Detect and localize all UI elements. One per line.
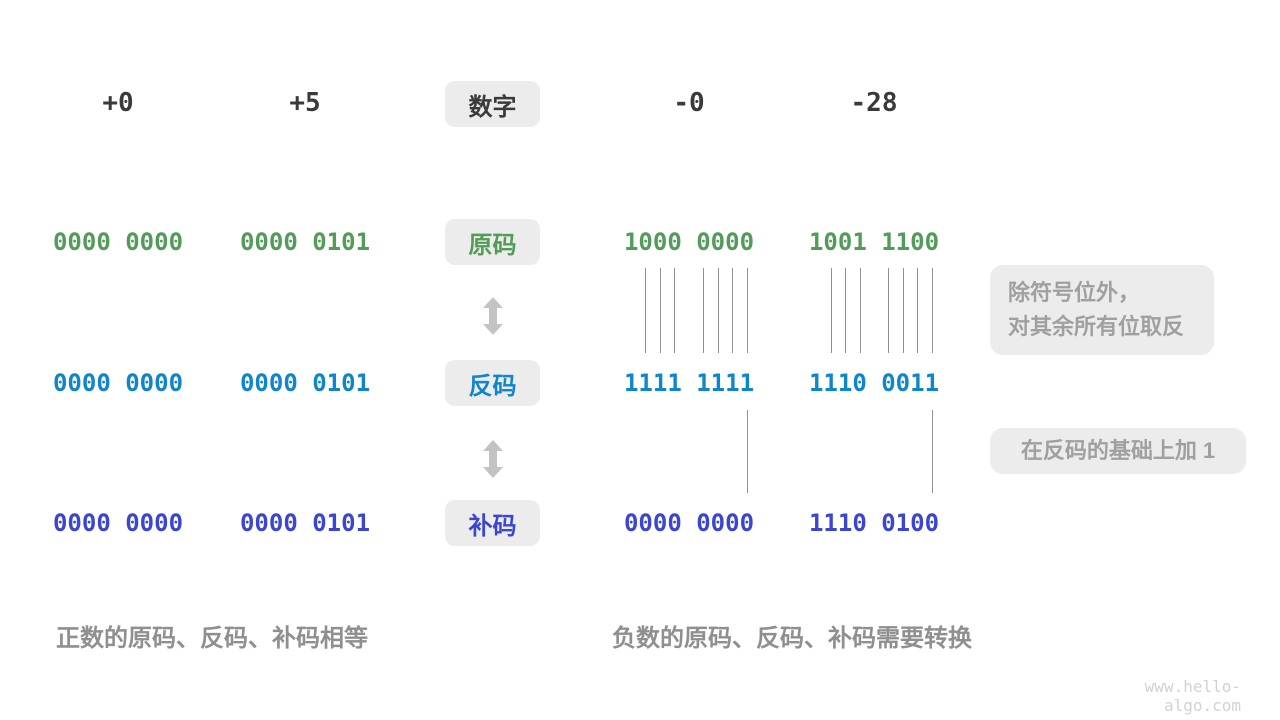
- twos-complement-value-pos-zero: 0000 0000: [52, 509, 184, 537]
- twos-complement-value-neg-zero: 0000 0000: [623, 509, 755, 537]
- bit-connector-line: [888, 268, 889, 353]
- bit-connector-line: [732, 268, 733, 353]
- up-down-arrow-icon: [483, 440, 503, 478]
- positive-numbers-caption: 正数的原码、反码、补码相等: [56, 625, 368, 652]
- bit-connector-line: [917, 268, 918, 353]
- negative-numbers-caption: 负数的原码、反码、补码需要转换: [612, 625, 972, 652]
- ones-complement-label-box: 反码: [445, 360, 540, 406]
- bit-connector-line: [831, 268, 832, 353]
- bit-connector-line: [747, 268, 748, 353]
- header-label-box: 数字: [445, 81, 540, 127]
- twos-complement-label: 补码: [468, 512, 517, 540]
- ones-complement-value-pos-zero: 0000 0000: [52, 369, 184, 397]
- bit-connector-line: [645, 268, 646, 353]
- ones-complement-value-neg-28: 1110 0011: [808, 369, 940, 397]
- bit-connector-line: [660, 268, 661, 353]
- sign-magnitude-value-neg-zero: 1000 0000: [623, 228, 755, 256]
- invert-bits-annotation-line2: 对其余所有位取反: [1008, 314, 1185, 339]
- up-down-arrow-icon: [483, 297, 503, 335]
- twos-complement-value-neg-28: 1110 0100: [808, 509, 940, 537]
- bit-connector-line: [718, 268, 719, 353]
- watermark-url: www.hello-algo.com: [1144, 677, 1241, 715]
- ones-complement-label: 反码: [468, 372, 517, 400]
- arrow-head-up: [483, 297, 503, 308]
- header-label-text: 数字: [468, 93, 517, 121]
- bit-connector-line: [674, 268, 675, 353]
- header-number-pos-five: +5: [289, 88, 321, 118]
- add-one-annotation: 在反码的基础上加 1: [990, 428, 1246, 474]
- sign-magnitude-value-neg-28: 1001 1100: [808, 228, 940, 256]
- sign-magnitude-value-pos-zero: 0000 0000: [52, 228, 184, 256]
- twos-complement-label-box: 补码: [445, 500, 540, 546]
- sign-magnitude-label-box: 原码: [445, 219, 540, 265]
- ones-complement-value-neg-zero: 1111 1111: [623, 369, 755, 397]
- invert-bits-annotation-line1: 除符号位外，: [1008, 280, 1141, 305]
- header-number-pos-zero: +0: [102, 88, 134, 118]
- ones-complement-value-pos-five: 0000 0101: [239, 369, 371, 397]
- lsb-connector-line: [932, 410, 933, 493]
- sign-magnitude-label: 原码: [468, 231, 517, 259]
- arrow-head-down: [483, 467, 503, 478]
- lsb-connector-line: [747, 410, 748, 493]
- bit-connector-line: [860, 268, 861, 353]
- bit-connector-line: [703, 268, 704, 353]
- sign-magnitude-value-pos-five: 0000 0101: [239, 228, 371, 256]
- bit-connector-line: [903, 268, 904, 353]
- twos-complement-value-pos-five: 0000 0101: [239, 509, 371, 537]
- arrow-shaft: [489, 306, 497, 326]
- arrow-head-down: [483, 324, 503, 335]
- header-number-neg-zero: -0: [673, 88, 705, 118]
- arrow-shaft: [489, 449, 497, 469]
- invert-bits-annotation: 除符号位外， 对其余所有位取反: [990, 265, 1214, 355]
- bit-connector-line: [845, 268, 846, 353]
- header-number-neg-28: -28: [850, 88, 898, 118]
- bit-connector-line: [932, 268, 933, 353]
- arrow-head-up: [483, 440, 503, 451]
